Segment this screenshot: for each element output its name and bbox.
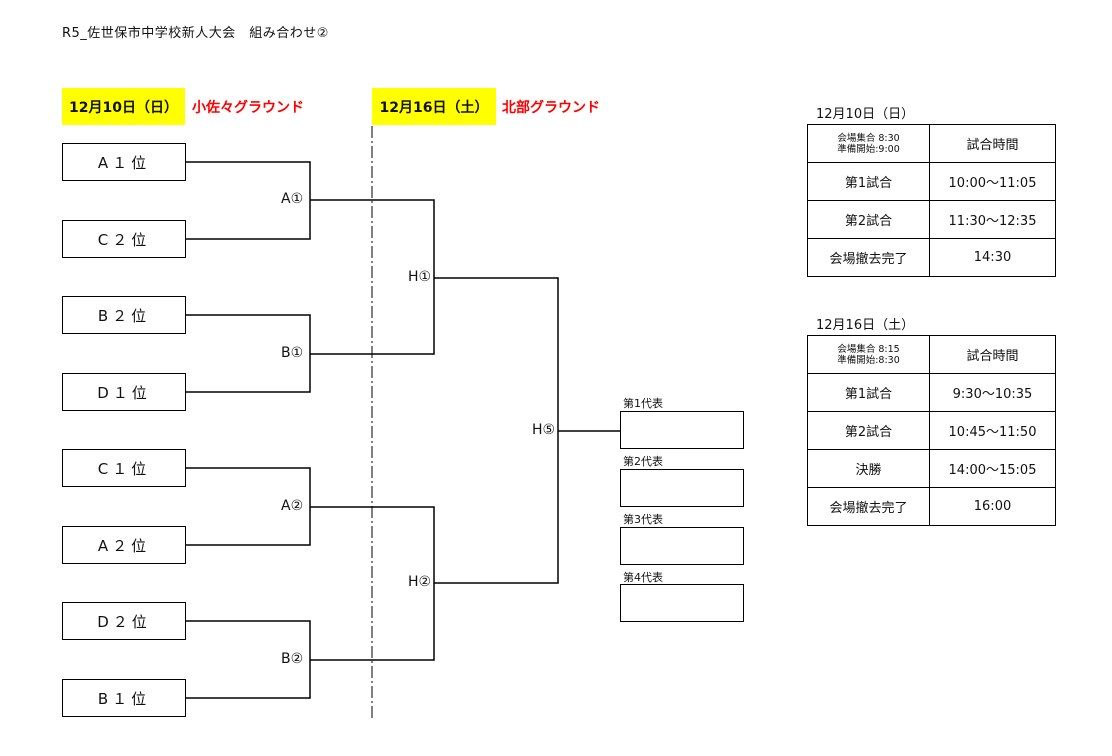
schedule2-row-time: 10:45～11:50 bbox=[929, 411, 1056, 450]
schedule2-header: 試合時間 bbox=[929, 335, 1056, 374]
rep-box bbox=[620, 527, 744, 565]
team-box: B１位 bbox=[62, 679, 186, 717]
match-label-h1: H① bbox=[408, 269, 432, 285]
day2-date: 12月16日（土） bbox=[372, 88, 496, 125]
schedule1-title: 12月10日（日） bbox=[816, 107, 915, 122]
match-label-a1: A① bbox=[281, 191, 304, 207]
schedule2-row-label: 会場撤去完了 bbox=[807, 487, 930, 526]
schedule1-prep: 準備開始:9:00 bbox=[837, 143, 900, 155]
rep-box bbox=[620, 469, 744, 507]
match-label-h5: H⑤ bbox=[532, 422, 556, 438]
schedule1-row-label: 第1試合 bbox=[807, 162, 930, 201]
rep-label: 第2代表 bbox=[623, 455, 663, 468]
schedule2-row-label: 第2試合 bbox=[807, 411, 930, 450]
schedule2-row-time: 9:30～10:35 bbox=[929, 373, 1056, 412]
rep-label: 第1代表 bbox=[623, 397, 663, 410]
schedule2-row-label: 決勝 bbox=[807, 449, 930, 488]
rep-label: 第4代表 bbox=[623, 571, 663, 584]
schedule2-prep: 準備開始:8:30 bbox=[837, 354, 900, 366]
schedule2-row-label: 第1試合 bbox=[807, 373, 930, 412]
schedule1-meeting: 会場集合 8:30 準備開始:9:00 bbox=[807, 124, 930, 163]
schedule2-row-time: 14:00～15:05 bbox=[929, 449, 1056, 488]
schedule2-row-time: 16:00 bbox=[929, 487, 1056, 526]
team-box: D１位 bbox=[62, 373, 186, 411]
team-box: C２位 bbox=[62, 220, 186, 258]
team-box: C１位 bbox=[62, 449, 186, 487]
team-box: A１位 bbox=[62, 143, 186, 181]
team-box: B２位 bbox=[62, 296, 186, 334]
schedule1-row-time: 11:30～12:35 bbox=[929, 200, 1056, 239]
schedule1-table: 会場集合 8:30 準備開始:9:00 試合時間 第1試合 10:00～11:0… bbox=[807, 124, 1056, 277]
page-title: R5_佐世保市中学校新人大会 組み合わせ② bbox=[62, 26, 329, 41]
match-label-a2: A② bbox=[281, 498, 304, 514]
schedule1-row-label: 第2試合 bbox=[807, 200, 930, 239]
schedule2-gather: 会場集合 8:15 bbox=[837, 343, 900, 355]
schedule2-table: 会場集合 8:15 準備開始:8:30 試合時間 第1試合 9:30～10:35… bbox=[807, 335, 1056, 526]
schedule1-row-time: 14:30 bbox=[929, 238, 1056, 277]
match-label-b1: B① bbox=[281, 345, 304, 361]
day2-venue: 北部グラウンド bbox=[502, 100, 600, 116]
schedule1-row-label: 会場撤去完了 bbox=[807, 238, 930, 277]
day1-venue: 小佐々グラウンド bbox=[192, 100, 304, 116]
schedule1-row-time: 10:00～11:05 bbox=[929, 162, 1056, 201]
team-box: D２位 bbox=[62, 602, 186, 640]
schedule2-meeting: 会場集合 8:15 準備開始:8:30 bbox=[807, 335, 930, 374]
rep-box bbox=[620, 411, 744, 449]
rep-box bbox=[620, 584, 744, 622]
day1-date: 12月10日（日） bbox=[62, 88, 185, 125]
team-box: A２位 bbox=[62, 526, 186, 564]
schedule1-header: 試合時間 bbox=[929, 124, 1056, 163]
match-label-b2: B② bbox=[281, 651, 304, 667]
rep-label: 第3代表 bbox=[623, 513, 663, 526]
schedule1-gather: 会場集合 8:30 bbox=[837, 132, 900, 144]
match-label-h2: H② bbox=[408, 574, 432, 590]
schedule2-title: 12月16日（土） bbox=[816, 318, 915, 333]
